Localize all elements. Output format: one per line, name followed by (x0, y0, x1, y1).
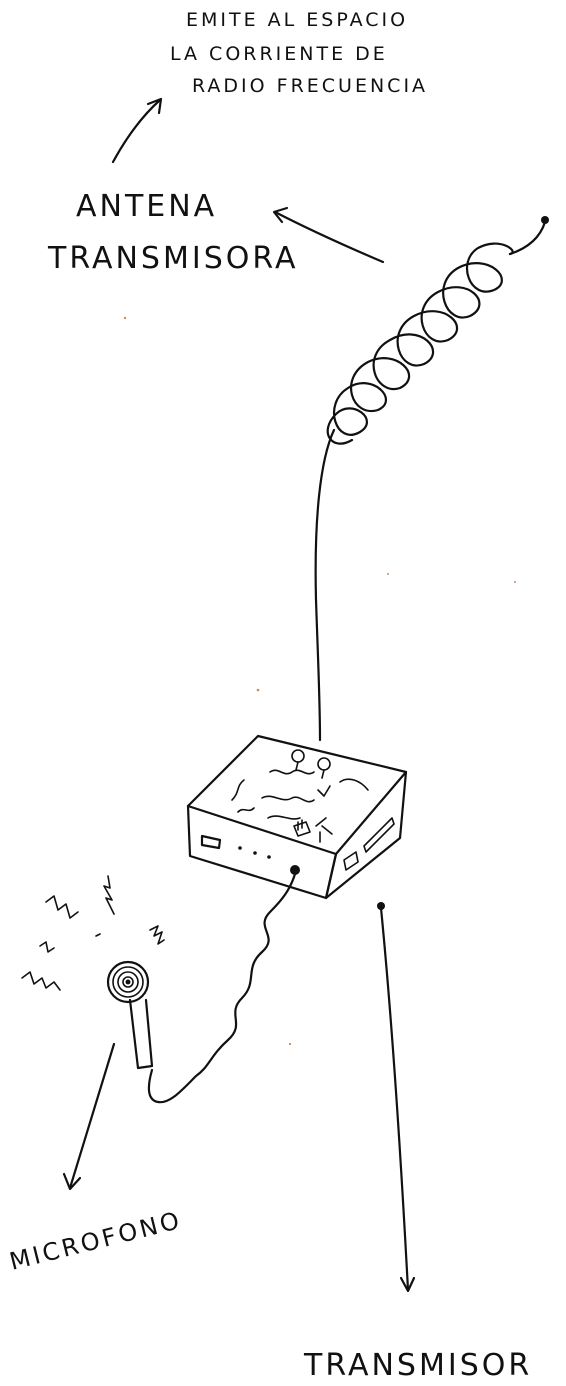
antena-label: ANTENA TRANSMISORA (47, 189, 299, 276)
microphone (106, 960, 154, 1070)
antenna-tip-icon (541, 216, 549, 224)
antenna-coil (326, 242, 514, 445)
antena-label-line-1: ANTENA (76, 189, 217, 224)
microfono-label: MICROFONO (7, 1206, 185, 1276)
transmisor-label: TRANSMISOR (303, 1348, 532, 1383)
microphone-cable (147, 872, 297, 1104)
circuit-components-icon (231, 749, 369, 843)
antena-label-line-2: TRANSMISORA (47, 241, 299, 276)
transmisor-pointer-dot (377, 902, 385, 910)
side-button-icon (343, 851, 359, 871)
arrow-to-microfono (62, 1042, 116, 1191)
emite-note-line-3: RADIO FRECUENCIA (192, 75, 428, 97)
mic-jack-icon (290, 865, 300, 875)
arrow-to-antena-label (272, 206, 385, 264)
emite-note: EMITE AL ESPACIO LA CORRIENTE DE RADIO F… (170, 9, 428, 97)
front-switch-icon (200, 834, 222, 850)
antenna (314, 216, 549, 742)
arrow-to-note (111, 97, 163, 164)
transmitter-box (186, 734, 408, 900)
emite-note-line-2: LA CORRIENTE DE (170, 43, 388, 65)
side-slot-icon (363, 817, 395, 853)
arrow-to-transmisor (377, 902, 416, 1293)
sound-waves-icon (21, 875, 165, 991)
emite-note-line-1: EMITE AL ESPACIO (186, 9, 408, 31)
